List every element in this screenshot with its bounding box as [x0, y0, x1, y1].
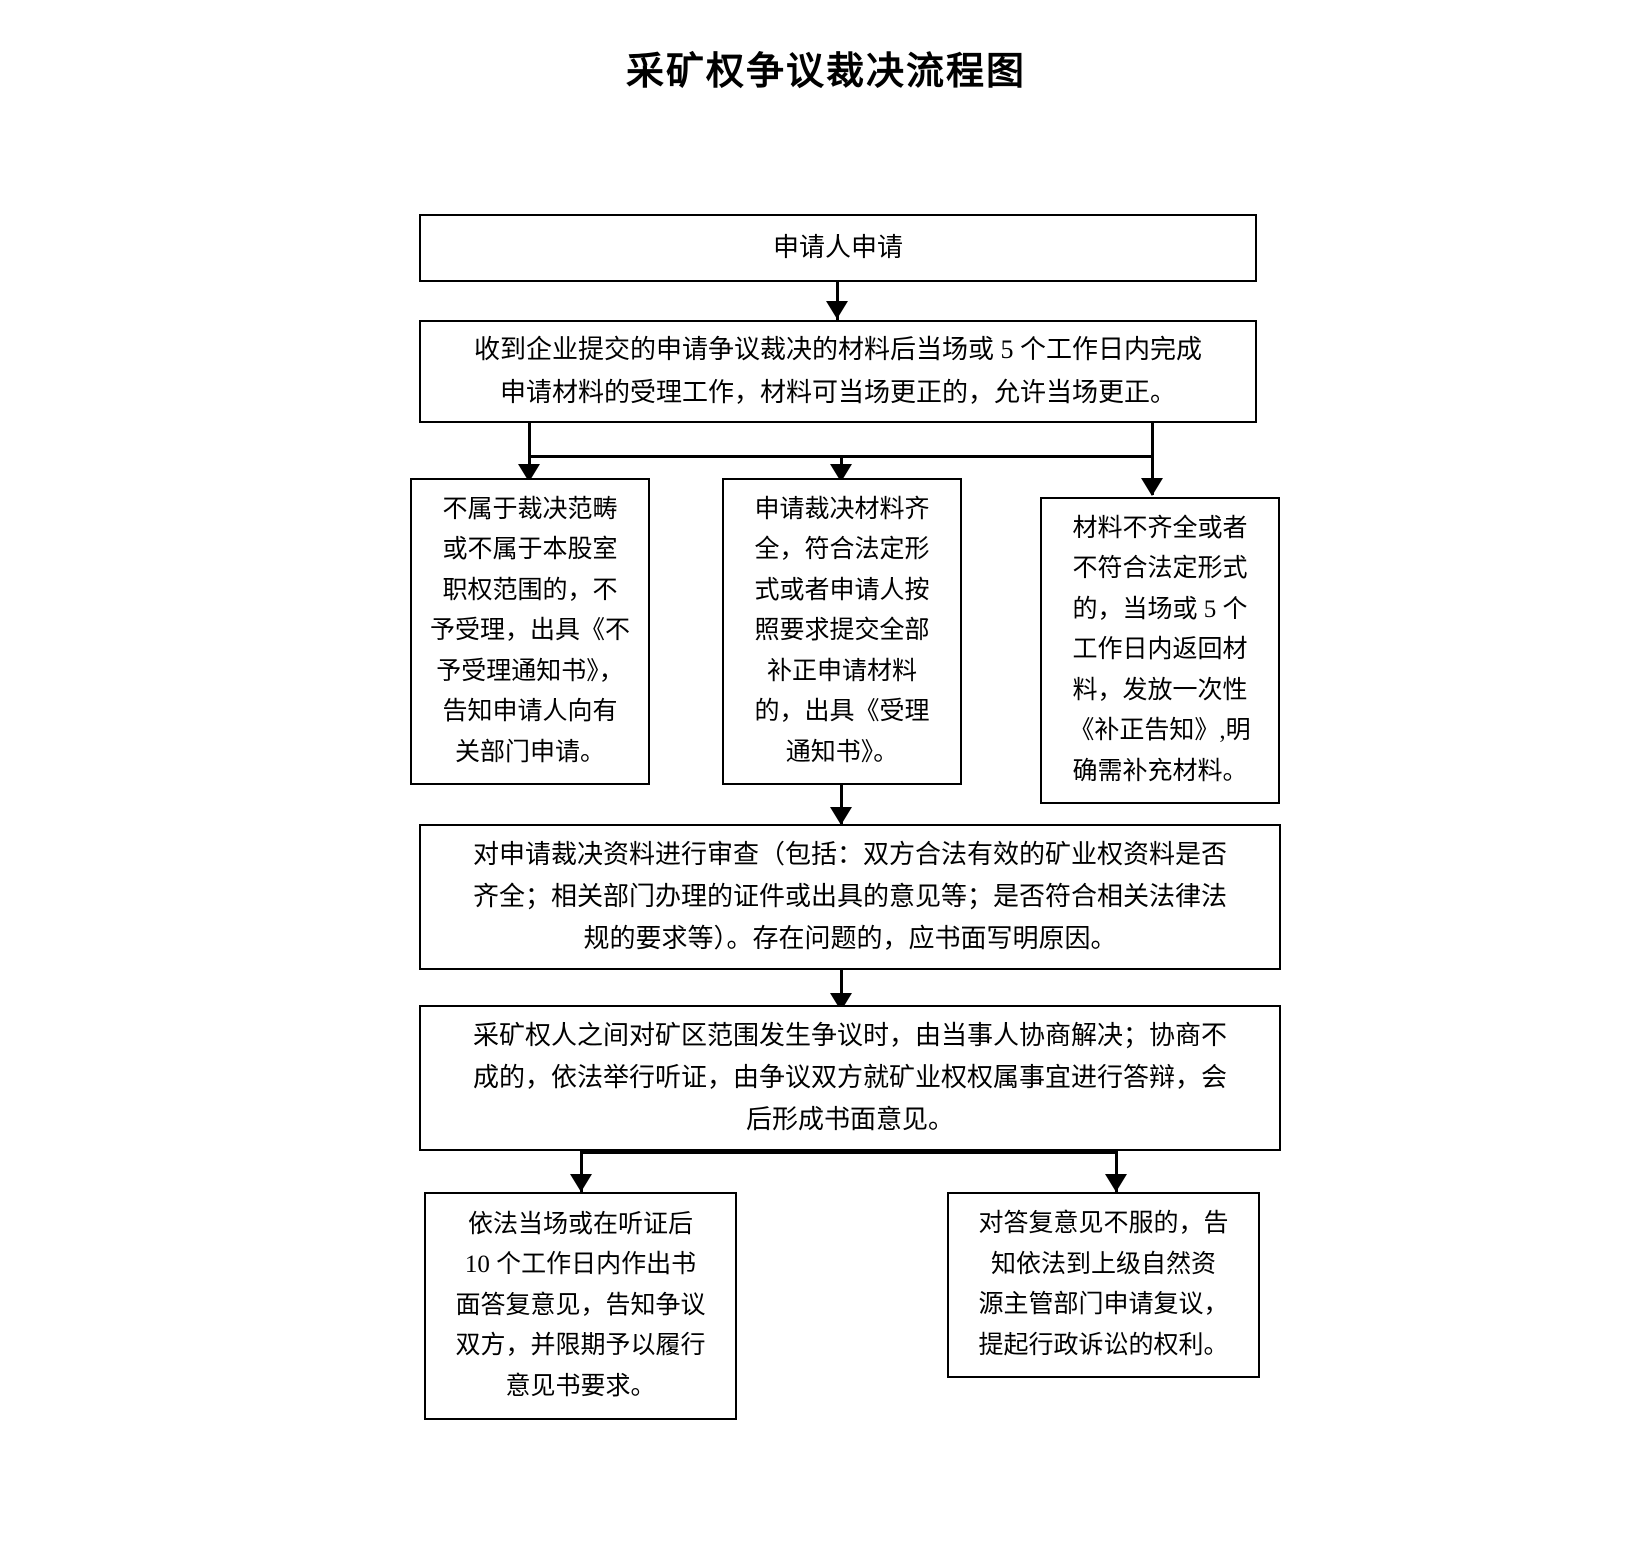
connector-bus-to-supplement [1151, 455, 1154, 495]
node-acceptance-processing-text: 收到企业提交的申请争议裁决的材料后当场或 5 个工作日内完成 申请材料的受理工作… [473, 335, 1202, 407]
node-review-materials-text: 对申请裁决资料进行审查（包括：双方合法有效的矿业权资料是否 齐全；相关部门办理的… [472, 839, 1227, 954]
node-acceptance-processing: 收到企业提交的申请争议裁决的材料后当场或 5 个工作日内完成 申请材料的受理工作… [419, 320, 1257, 423]
arrowhead-bus-to-reject [518, 464, 540, 482]
connector-bus-right-drop [1151, 423, 1154, 457]
connector-outcome-bus [580, 1151, 1117, 1154]
connector-accept-branch-to-review [840, 785, 843, 825]
node-dispute-hearing: 采矿权人之间对矿区范围发生争议时，由当事人协商解决；协商不 成的，依法举行听证，… [419, 1005, 1281, 1151]
connector-outcome-left-drop [580, 1151, 583, 1193]
node-review-materials: 对申请裁决资料进行审查（包括：双方合法有效的矿业权资料是否 齐全；相关部门办理的… [419, 824, 1281, 970]
node-applicant-application: 申请人申请 [419, 214, 1257, 282]
connector-bus-left-drop [528, 423, 531, 457]
arrowhead-accept-branch-to-review [830, 807, 852, 825]
arrowhead-applicant-to-accept [826, 301, 848, 319]
node-not-in-scope-reject-text: 不属于裁决范畴 或不属于本股室 职权范围的，不 予受理，出具《不 予受理通知书》… [429, 495, 630, 766]
arrowhead-bus-to-accept-branch [830, 464, 852, 482]
arrowhead-outcome-to-appeal [1105, 1174, 1127, 1192]
node-materials-complete-accept-text: 申请裁决材料齐 全，符合法定形 式或者申请人按 照要求提交全部 补正申请材料 的… [754, 495, 930, 766]
page-title: 采矿权争议裁决流程图 [625, 51, 1026, 93]
node-dispute-hearing-text: 采矿权人之间对矿区范围发生争议时，由当事人协商解决；协商不 成的，依法举行听证，… [472, 1020, 1227, 1135]
arrowhead-outcome-to-reply [570, 1174, 592, 1192]
connector-outcome-right-drop [1115, 1151, 1118, 1193]
node-applicant-application-text: 申请人申请 [772, 232, 903, 262]
node-appeal-rights-text: 对答复意见不服的，告 知依法到上级自然资 源主管部门申请复议， 提起行政诉讼的权… [978, 1210, 1229, 1359]
node-materials-complete-accept: 申请裁决材料齐 全，符合法定形 式或者申请人按 照要求提交全部 补正申请材料 的… [722, 478, 962, 785]
node-materials-incomplete-supplement: 材料不齐全或者 不符合法定形式 的，当场或 5 个 工作日内返回材 料，发放一次… [1040, 497, 1280, 804]
node-written-reply-text: 依法当场或在听证后 10 个工作日内作出书 面答复意见，告知争议 双方，并限期予… [455, 1210, 706, 1400]
node-materials-incomplete-supplement-text: 材料不齐全或者 不符合法定形式 的，当场或 5 个 工作日内返回材 料，发放一次… [1069, 514, 1251, 785]
node-appeal-rights: 对答复意见不服的，告 知依法到上级自然资 源主管部门申请复议， 提起行政诉讼的权… [947, 1192, 1260, 1378]
node-written-reply: 依法当场或在听证后 10 个工作日内作出书 面答复意见，告知争议 双方，并限期予… [424, 1192, 737, 1420]
connector-review-to-hearing [840, 970, 843, 1012]
node-not-in-scope-reject: 不属于裁决范畴 或不属于本股室 职权范围的，不 予受理，出具《不 予受理通知书》… [410, 478, 650, 785]
arrowhead-bus-to-supplement [1141, 478, 1163, 496]
